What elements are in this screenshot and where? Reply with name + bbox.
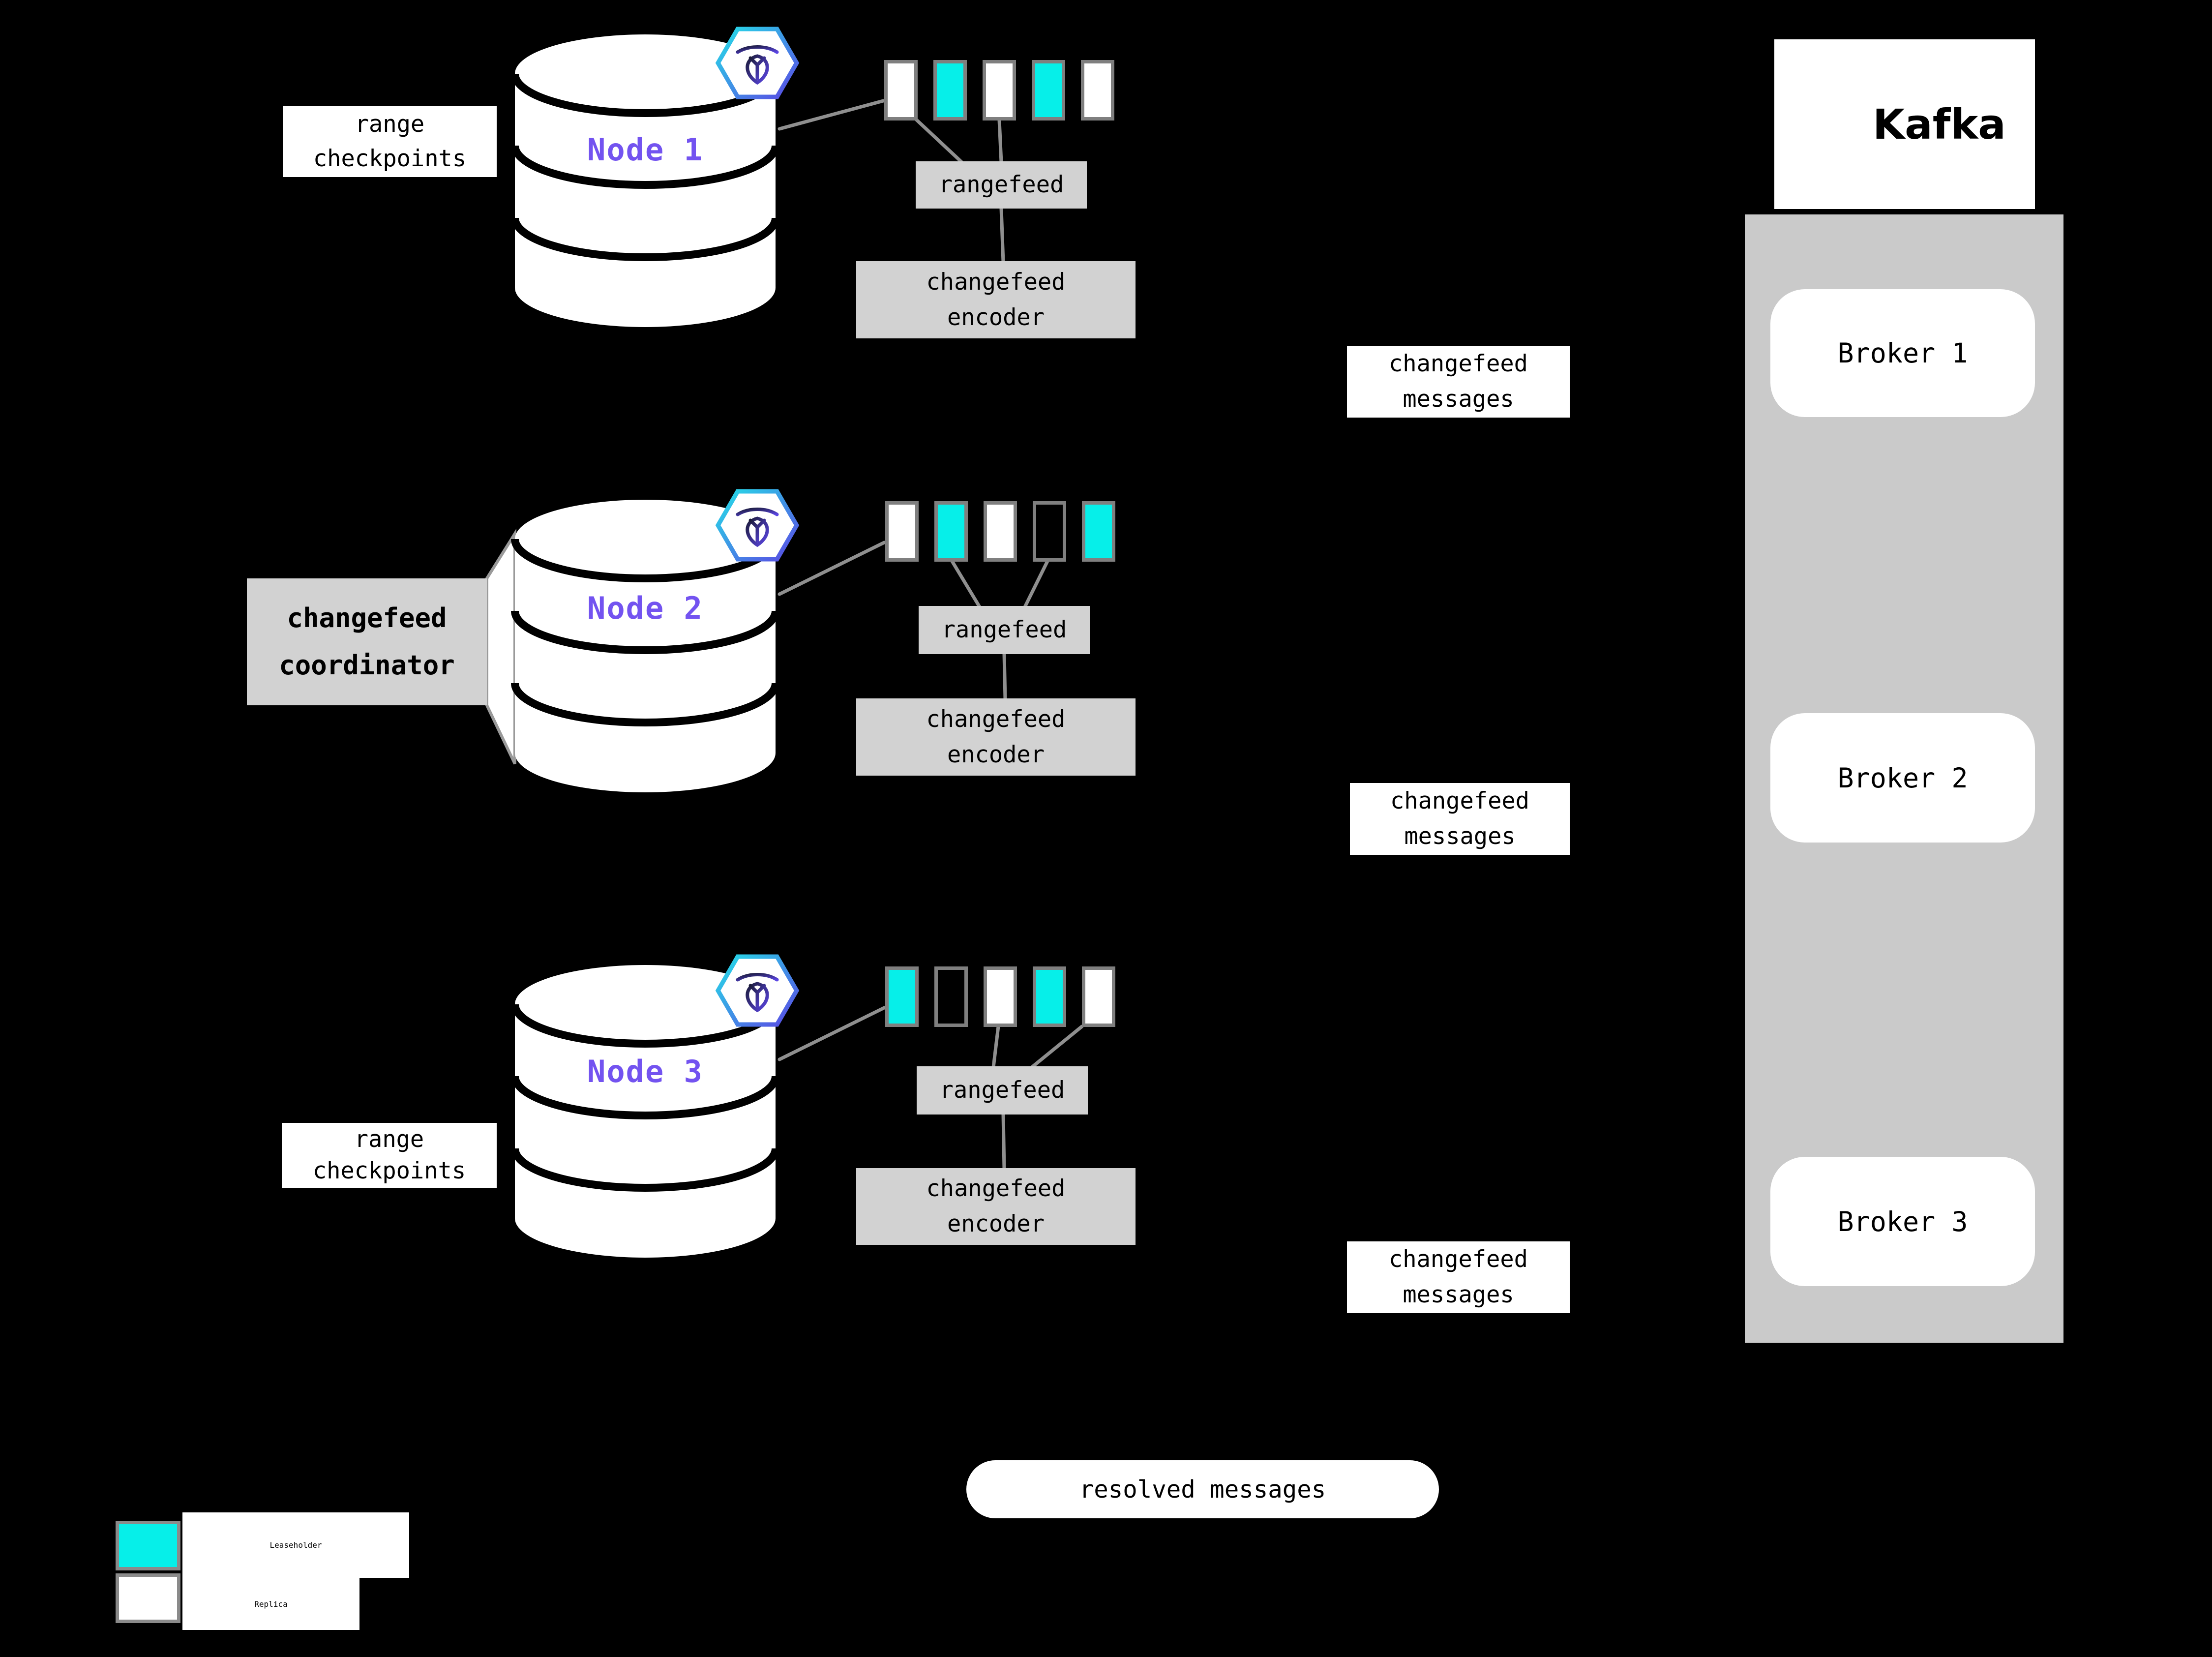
changefeed-messages-label-1: changefeed messages xyxy=(1347,346,1570,418)
range-rect xyxy=(1082,966,1115,1027)
label-line: coordinator xyxy=(279,650,455,681)
range-rect xyxy=(1081,60,1114,121)
broker-2: Broker 2 xyxy=(1770,713,2035,843)
legend-replica-swatch xyxy=(116,1573,180,1623)
rangefeed-box-3: rangefeed xyxy=(917,1066,1088,1115)
label-line: changefeed xyxy=(926,268,1066,296)
node2-label: Node 2 xyxy=(587,590,703,626)
node-cylinders xyxy=(511,34,779,1258)
connector-rangefeed3-to-encoder3 xyxy=(1001,1113,1006,1171)
node1-cylinder xyxy=(511,34,779,327)
label-line: checkpoints xyxy=(312,1157,466,1184)
connector-range-to-rangefeed-2b xyxy=(1023,559,1049,609)
connector-range-to-rangefeed-3b xyxy=(1030,1024,1084,1069)
label-line: checkpoints xyxy=(313,145,467,172)
label-line: changefeed xyxy=(926,705,1066,733)
connector-rangefeed2-to-encoder2 xyxy=(1002,652,1007,701)
range-rect xyxy=(984,501,1017,562)
label-line: encoder xyxy=(947,741,1045,768)
changefeed-encoder-box-3: changefeed encoder xyxy=(856,1168,1136,1245)
resolved-messages-pill: resolved messages xyxy=(966,1460,1439,1518)
label-line: rangefeed xyxy=(938,171,1064,198)
label-line: changefeed xyxy=(287,603,447,633)
node1-label: Node 1 xyxy=(587,132,703,168)
legend-replica-label: Replica xyxy=(182,1578,359,1630)
range-rect xyxy=(885,501,919,562)
arrow-fragment-into-broker1 xyxy=(2055,335,2086,351)
label-line: changefeed xyxy=(1389,350,1528,377)
label-line: rangefeed xyxy=(941,616,1067,643)
connector-range-to-rangefeed-3a xyxy=(991,1024,1000,1069)
changefeed-messages-label-3: changefeed messages xyxy=(1347,1241,1570,1313)
range-rect xyxy=(934,966,968,1027)
cockroachdb-logo-icon xyxy=(715,489,800,562)
label-line: messages xyxy=(1403,386,1514,413)
range-rect xyxy=(1082,501,1115,562)
label-line: rangefeed xyxy=(939,1077,1065,1104)
kafka-wordmark: Kafka xyxy=(1873,100,2006,149)
range-rect xyxy=(933,60,967,121)
range-rect xyxy=(1033,501,1066,562)
rangefeed-box-1: rangefeed xyxy=(916,161,1087,209)
range-rect xyxy=(884,60,918,121)
label-line: changefeed xyxy=(926,1175,1066,1202)
cockroachdb-logos xyxy=(715,27,800,1027)
connector-rangefeed1-to-encoder1 xyxy=(999,207,1005,264)
label-line: range xyxy=(354,1126,424,1153)
changefeed-encoder-box-1: changefeed encoder xyxy=(856,261,1136,338)
label-line: range xyxy=(355,110,425,138)
connector-range-to-rangefeed-1a xyxy=(915,118,964,164)
legend-leaseholder-swatch xyxy=(116,1521,180,1570)
label-line: encoder xyxy=(947,303,1045,331)
changefeed-encoder-box-2: changefeed encoder xyxy=(856,698,1136,776)
range-rect xyxy=(934,501,968,562)
connector-node2-to-range xyxy=(777,541,886,596)
label-line: changefeed xyxy=(1389,1246,1528,1273)
label-line: messages xyxy=(1404,823,1516,850)
cockroachdb-logo-icon xyxy=(715,27,800,99)
legend-leaseholder-label: Leaseholder xyxy=(182,1512,409,1578)
connector-node1-to-range xyxy=(777,99,885,131)
range-rect xyxy=(984,966,1017,1027)
connector-node3-to-range xyxy=(777,1006,886,1061)
label-line: changefeed xyxy=(1390,787,1529,814)
range-rect xyxy=(885,966,919,1027)
range-rect xyxy=(1033,966,1066,1027)
range-checkpoints-label-bottom: range checkpoints xyxy=(282,1123,497,1188)
cockroachdb-logo-icon xyxy=(715,954,800,1027)
connector-lines xyxy=(777,99,1084,1171)
range-rect xyxy=(1032,60,1065,121)
range-checkpoints-label-top: range checkpoints xyxy=(283,106,497,177)
label-line: encoder xyxy=(947,1210,1045,1237)
node3-label: Node 3 xyxy=(587,1054,703,1089)
connector-range-to-rangefeed-2a xyxy=(950,559,982,609)
changefeed-coordinator-label: changefeed coordinator xyxy=(247,578,487,705)
rangefeed-box-2: rangefeed xyxy=(919,606,1090,654)
range-rect xyxy=(983,60,1016,121)
changefeed-messages-label-2: changefeed messages xyxy=(1350,783,1570,855)
label-line: messages xyxy=(1403,1281,1514,1308)
connector-range-to-rangefeed-1b xyxy=(997,118,1003,164)
coordinator-flag-shape xyxy=(485,528,516,765)
kafka-logo-box: Kafka xyxy=(1774,39,2035,209)
arrow-fragment-into-broker3 xyxy=(2060,1263,2076,1271)
broker-3: Broker 3 xyxy=(1770,1157,2035,1286)
broker-1: Broker 1 xyxy=(1770,289,2035,417)
